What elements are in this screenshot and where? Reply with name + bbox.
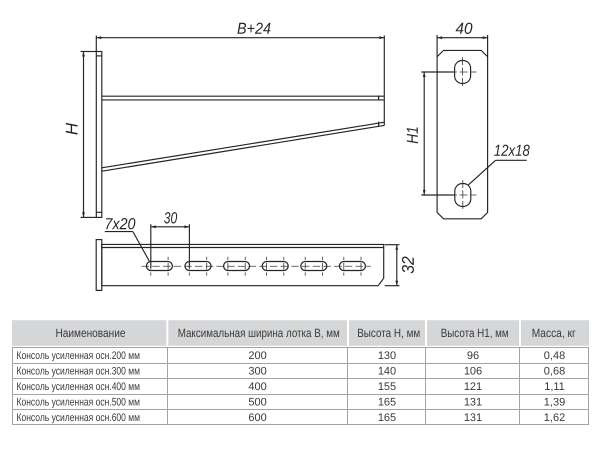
svg-text:140: 140: [378, 366, 396, 378]
svg-text:155: 155: [378, 381, 396, 393]
svg-text:165: 165: [378, 412, 396, 424]
svg-text:131: 131: [464, 412, 482, 424]
svg-text:Консоль усиленная осн.400 мм: Консоль усиленная осн.400 мм: [17, 381, 141, 393]
svg-text:200: 200: [248, 350, 266, 362]
svg-text:400: 400: [248, 381, 266, 393]
svg-text:Консоль усиленная осн.200 мм: Консоль усиленная осн.200 мм: [17, 350, 141, 362]
svg-text:131: 131: [464, 397, 482, 409]
svg-text:165: 165: [378, 397, 396, 409]
svg-text:500: 500: [248, 397, 266, 409]
svg-text:Консоль усиленная осн.500 мм: Консоль усиленная осн.500 мм: [17, 397, 141, 409]
svg-text:1,62: 1,62: [544, 412, 565, 424]
svg-text:Высота H1, мм: Высота H1, мм: [441, 326, 509, 340]
svg-text:Максимальная ширина лотка B, м: Максимальная ширина лотка B, мм: [178, 326, 340, 340]
svg-text:Консоль усиленная осн.300 мм: Консоль усиленная осн.300 мм: [17, 366, 141, 378]
svg-text:130: 130: [378, 350, 396, 362]
svg-text:600: 600: [248, 412, 266, 424]
svg-text:121: 121: [464, 381, 482, 393]
svg-text:1,39: 1,39: [544, 397, 565, 409]
svg-text:96: 96: [467, 350, 479, 362]
svg-text:Консоль усиленная осн.600 мм: Консоль усиленная осн.600 мм: [17, 412, 141, 424]
svg-text:0,48: 0,48: [544, 350, 565, 362]
svg-text:106: 106: [464, 366, 482, 378]
svg-text:300: 300: [248, 366, 266, 378]
svg-text:1,11: 1,11: [544, 381, 565, 393]
svg-text:Наименование: Наименование: [56, 326, 126, 340]
svg-text:Масса, кг: Масса, кг: [532, 326, 577, 340]
svg-text:Высота H, мм: Высота H, мм: [357, 326, 420, 340]
svg-text:0,68: 0,68: [544, 366, 565, 378]
